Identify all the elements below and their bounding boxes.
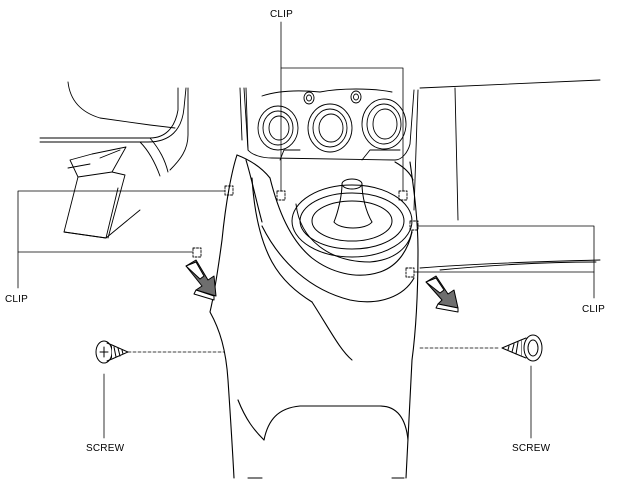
arrow-left-removal [185, 259, 217, 301]
arrow-right-removal [425, 275, 459, 313]
leader-lines [17, 21, 595, 439]
left-floor-bracket [63, 146, 141, 239]
center-console-body [209, 154, 419, 479]
clip-marker-left-lower [192, 247, 202, 258]
screw-label-left: SCREW [86, 443, 125, 454]
clip-label-top: CLIP [270, 9, 293, 20]
dashboard-left-outline [39, 81, 249, 177]
dashboard-right-outline [413, 79, 601, 271]
clip-label-right: CLIP [582, 304, 605, 315]
screw-right [501, 334, 543, 362]
clip-marker-right-upper [409, 220, 419, 231]
center-vent-panel [245, 87, 415, 161]
clip-marker-left-upper [224, 185, 234, 196]
screw-left [95, 340, 129, 364]
clip-marker-top-left [276, 190, 286, 201]
clip-marker-top-right [398, 190, 408, 201]
clip-label-left: CLIP [5, 294, 28, 305]
gear-shifter [291, 178, 413, 263]
screw-axis-lines [127, 347, 501, 353]
screw-label-right: SCREW [512, 443, 551, 454]
clip-marker-right-lower [405, 267, 415, 278]
